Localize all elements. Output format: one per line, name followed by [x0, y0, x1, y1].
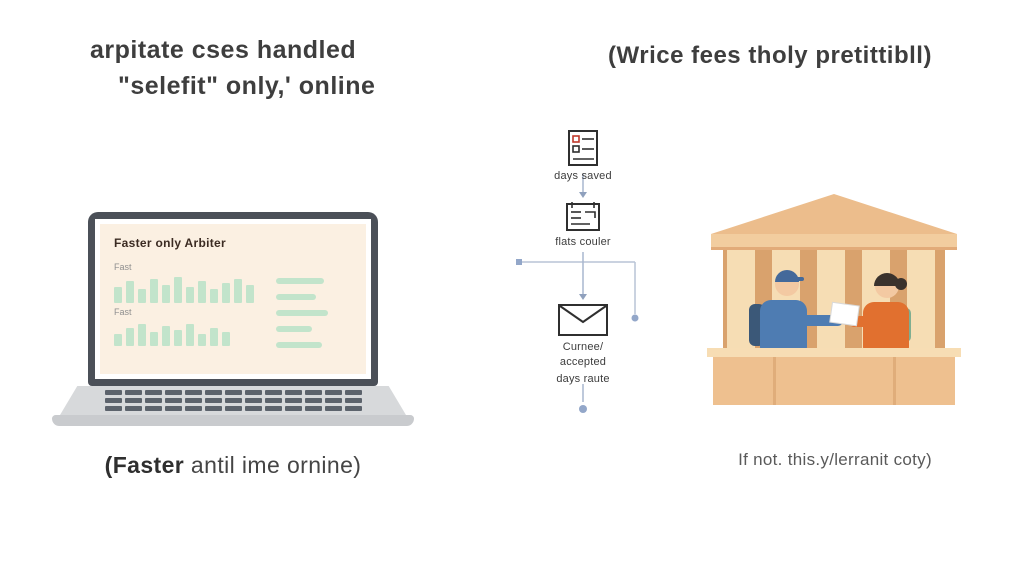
left-heading: arpitate cses handled "selefit" only,' o… — [90, 32, 375, 104]
column — [817, 250, 845, 350]
pediment — [711, 194, 957, 234]
flow-step3-label-line3: days raute — [556, 373, 610, 385]
column — [907, 250, 935, 350]
cap-brim — [787, 277, 804, 281]
flow-step1-label: days saved — [554, 170, 612, 182]
left-caption-bold: (Faster — [104, 452, 185, 478]
chart-label-1: Fast — [114, 262, 132, 272]
laptop-screen-content: Faster only Arbiter Fast Fast — [100, 224, 366, 374]
process-flow: days saved flats couler Curnee/ accepted… — [495, 120, 671, 432]
laptop-screen-bezel: Faster only Arbiter Fast Fast — [95, 219, 371, 379]
paper — [829, 301, 860, 327]
laptop-illustration: Faster only Arbiter Fast Fast — [52, 208, 414, 426]
calendar-icon — [564, 200, 602, 234]
left-heading-line2: "selefit" only,' online — [118, 72, 376, 100]
laptop-screen: Faster only Arbiter Fast Fast — [88, 212, 378, 386]
chart-label-2: Fast — [114, 307, 132, 317]
connector-right-dot — [631, 314, 639, 322]
left-caption-rest: antil ime ornine) — [184, 452, 362, 478]
screen-title: Faster only Arbiter — [114, 236, 226, 250]
bar-chart-2 — [114, 320, 254, 346]
checklist-icon — [566, 128, 600, 168]
flow-end-dot — [579, 405, 587, 413]
screen-bar-charts: Fast Fast — [114, 258, 254, 348]
visitor-hair-bun — [895, 278, 907, 290]
counter-front — [713, 357, 955, 405]
counter-top — [707, 348, 961, 357]
flow-connectors — [516, 174, 639, 413]
visitor-figure — [847, 273, 911, 358]
flow-step3-label-line1: Curnee/ — [562, 341, 604, 353]
connector-left-dot — [516, 259, 522, 265]
left-heading-line1: arpitate cses handled — [90, 36, 357, 64]
clerk-body — [760, 300, 807, 358]
laptop-base-bar — [52, 415, 414, 426]
courthouse-illustration — [703, 192, 965, 428]
entablature — [711, 234, 957, 247]
left-caption: (Faster antil ime ornine) — [63, 452, 403, 479]
laptop-keyboard — [102, 390, 364, 412]
flow-step2-label: flats couler — [555, 236, 611, 248]
envelope-icon — [557, 303, 609, 337]
bar-chart-1 — [114, 275, 254, 303]
laptop-base — [60, 386, 406, 415]
right-caption: If not. this.y/lerranit coty) — [738, 450, 932, 469]
visitor-hair — [874, 273, 900, 286]
screen-text-lines — [276, 278, 328, 348]
flow-step3-label-line2: accepted — [559, 356, 607, 368]
right-heading: (Wrice fees tholy pretittibll) — [608, 42, 932, 69]
